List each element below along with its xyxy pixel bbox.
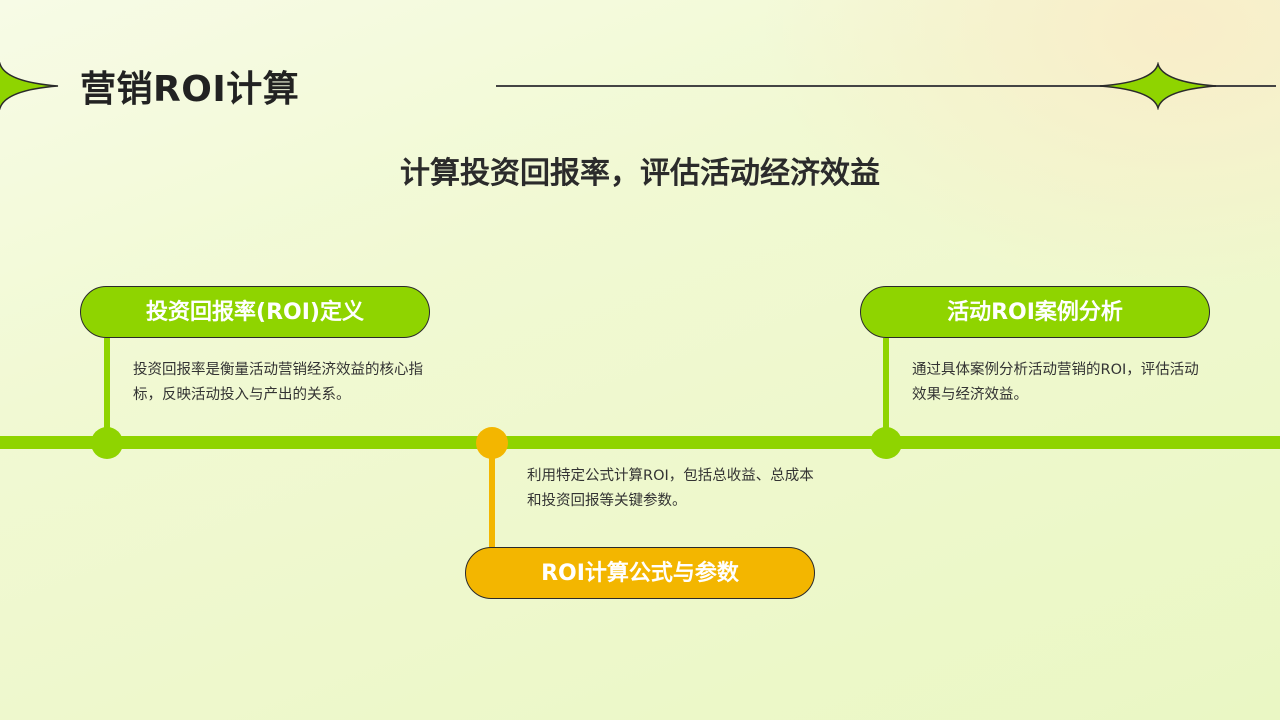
four-point-star-icon	[0, 62, 59, 110]
timeline-node-2	[476, 427, 508, 459]
item-heading-roi-formula: ROI计算公式与参数	[465, 547, 815, 599]
item-text-roi-definition: 投资回报率是衡量活动营销经济效益的核心指标，反映活动投入与产出的关系。	[133, 362, 423, 403]
slide-subtitle: 计算投资回报率，评估活动经济效益	[400, 156, 880, 191]
four-point-star-icon	[1099, 62, 1217, 110]
connector-line-2	[489, 446, 495, 550]
timeline-node-1	[91, 427, 123, 459]
connector-line-3	[883, 338, 889, 442]
timeline-bar	[0, 436, 1280, 449]
page-title: 营销ROI计算	[80, 69, 300, 110]
item-text-roi-case: 通过具体案例分析活动营销的ROI，评估活动效果与经济效益。	[912, 362, 1199, 403]
connector-line-1	[104, 338, 110, 442]
title-divider	[496, 85, 1276, 87]
background-glow	[760, 0, 1280, 300]
timeline-node-3	[870, 427, 902, 459]
item-heading-roi-definition: 投资回报率(ROI)定义	[80, 286, 430, 338]
item-heading-roi-case: 活动ROI案例分析	[860, 286, 1210, 338]
item-text-roi-formula: 利用特定公式计算ROI，包括总收益、总成本和投资回报等关键参数。	[527, 468, 814, 509]
